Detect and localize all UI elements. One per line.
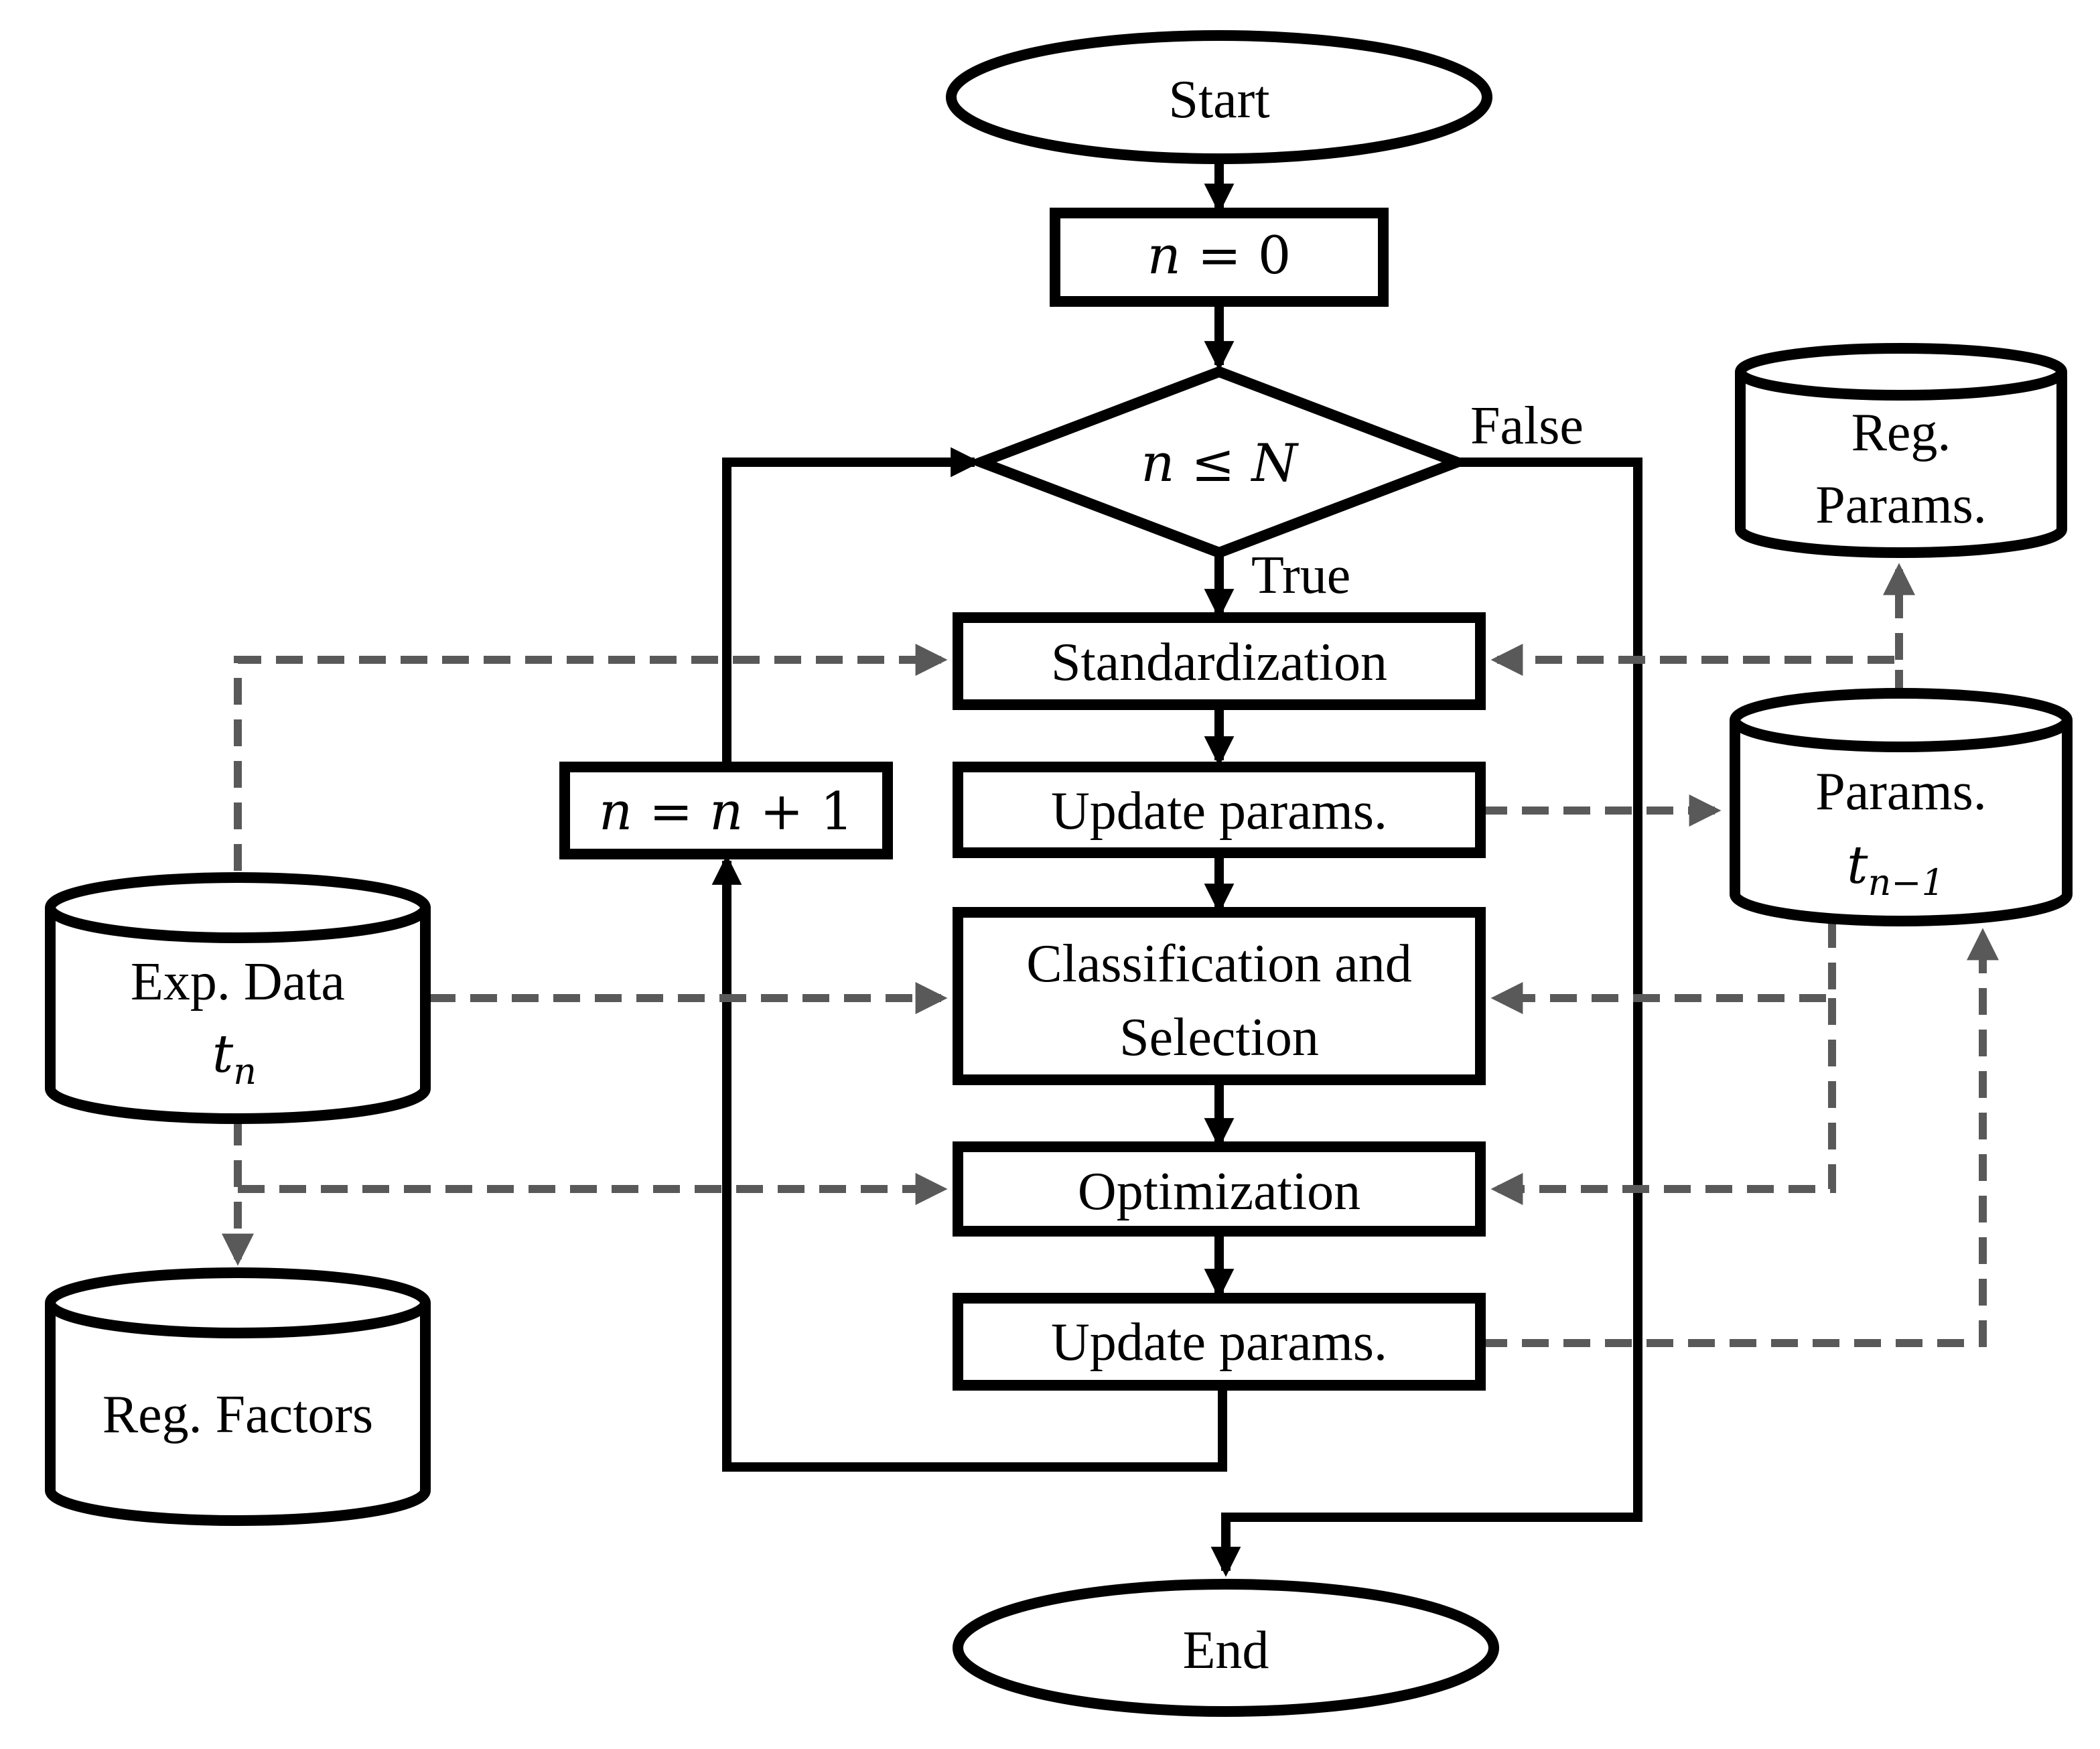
true-branch-label: True <box>1251 546 1350 605</box>
update-params-1-label: Update params. <box>1051 782 1387 841</box>
decision-label: n ≤ N <box>1141 433 1299 494</box>
update-params-box-2: Update params. <box>953 1293 1486 1391</box>
classification-box: Classification and Selection <box>953 907 1486 1085</box>
exp-data-store: Exp. Data tn <box>45 872 431 1124</box>
params-label: Params. <box>1815 762 1987 821</box>
reg-params-store: Reg. Params. <box>1735 343 2067 558</box>
update-params-box-1: Update params. <box>953 762 1486 858</box>
dash-params-to-optimization <box>1490 998 1836 1205</box>
init-label: n = 0 <box>1147 226 1291 286</box>
exp-data-time-label: tn <box>212 1024 257 1093</box>
increment-label: n = n + 1 <box>599 782 853 842</box>
exp-data-label: Exp. Data <box>131 953 345 1011</box>
arrow-increment-to-decision <box>722 447 981 764</box>
reg-params-label-line1: Reg. <box>1851 403 1951 462</box>
data-flow-lines <box>222 563 1999 1347</box>
reg-factors-label: Reg. Factors <box>102 1385 373 1444</box>
params-store: Params. tn−1 <box>1730 688 2073 926</box>
optimization-box: Optimization <box>953 1141 1486 1237</box>
update-params-2-label: Update params. <box>1051 1313 1387 1372</box>
arrow-decision-false-to-end <box>1210 458 1642 1577</box>
reg-params-label-line2: Params. <box>1815 476 1987 535</box>
increment-box: n = n + 1 <box>559 762 893 859</box>
end-terminal: End <box>953 1579 1499 1717</box>
start-label: Start <box>1168 70 1269 129</box>
dash-expdata-to-standardization <box>234 644 948 871</box>
dash-params-to-classification <box>1490 921 1836 1014</box>
standardization-label: Standardization <box>1051 633 1387 692</box>
standardization-box: Standardization <box>953 612 1486 710</box>
dash-params-to-standardization <box>1490 644 1903 697</box>
end-label: End <box>1183 1621 1269 1680</box>
classification-label-line1: Classification and <box>1026 934 1411 993</box>
decision-diamond: n ≤ N <box>966 366 1472 559</box>
classification-label-line2: Selection <box>1119 1008 1319 1067</box>
false-branch-label: False <box>1470 397 1584 456</box>
params-time-label: tn−1 <box>1847 835 1945 904</box>
control-flow-lines <box>711 161 1642 1577</box>
start-terminal: Start <box>946 30 1492 164</box>
reg-factors-store: Reg. Factors <box>45 1267 431 1526</box>
init-box: n = 0 <box>1050 208 1389 307</box>
dash-update2-to-params <box>1480 928 1999 1347</box>
arrow-update2-to-increment <box>711 855 1227 1472</box>
optimization-label: Optimization <box>1078 1162 1360 1221</box>
